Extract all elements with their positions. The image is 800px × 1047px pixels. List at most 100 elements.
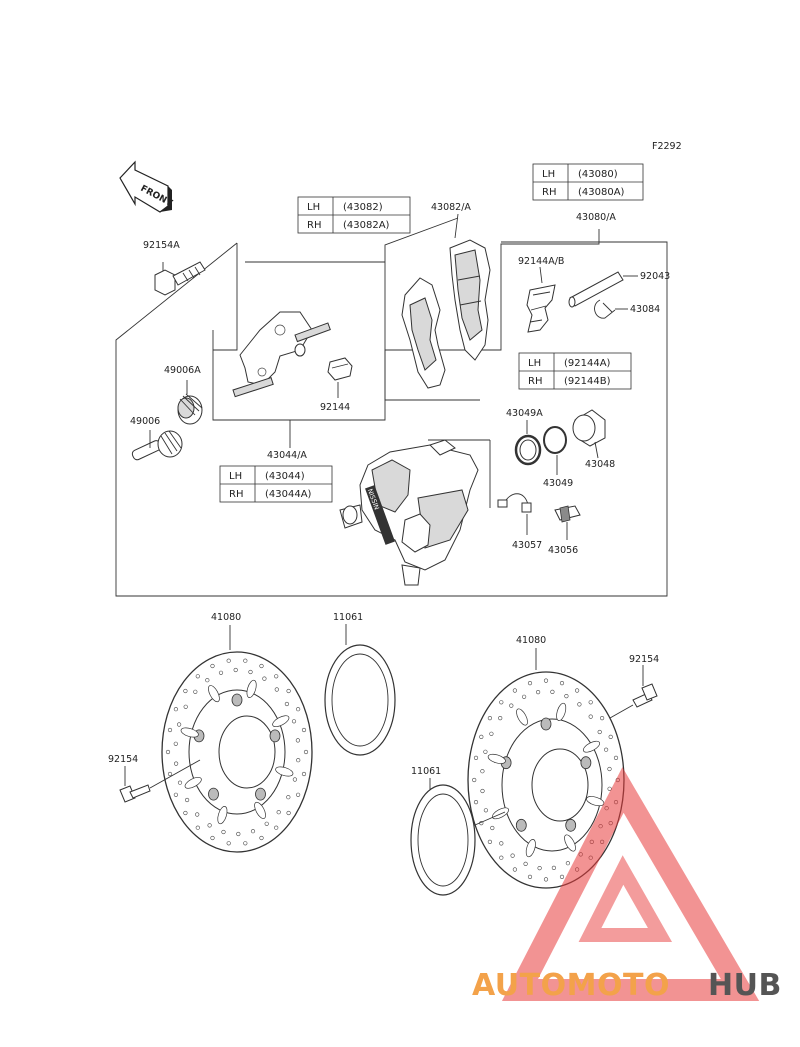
disc-spoke-slot [275,766,294,777]
brake-disc-right [467,671,625,889]
disc-vent-hole [296,707,301,712]
disc-spoke-slot [487,753,506,764]
disc-vent-hole [295,738,301,743]
disc-vent-hole [543,678,549,683]
label-49006: 49006 [130,416,160,427]
disc-vent-hole [296,792,301,797]
disc-vent-hole [292,777,298,782]
piston-seal-43049 [543,426,567,454]
disc-vent-hole [301,727,307,733]
disc-vent-hole [483,808,489,813]
disc-vent-hole [499,855,504,860]
bleed-cap [497,493,532,513]
disc-vent-hole [195,825,200,830]
bleed-valve [554,505,581,523]
table-43080: LH (43080) RH (43080A) [532,163,644,201]
disc-bolt-hole [255,787,266,801]
label-43044a: 43044/A [267,450,307,461]
disc-vent-hole [165,749,171,755]
brake-pads [401,239,491,389]
disc-vent-hole [167,771,173,777]
label-43057: 43057 [512,540,542,551]
disc-vent-hole [264,821,269,826]
bolt-92154a [154,261,206,296]
table-cell: (43082) [343,202,383,213]
disc-vent-hole [499,700,504,705]
pin-clip [594,299,616,319]
disc-vent-hole [226,841,231,846]
label-43048: 43048 [585,459,615,470]
disc-vent-hole [259,835,264,841]
disc-vent-hole [301,771,307,777]
disc-vent-hole [243,658,248,663]
disc-vent-hole [603,747,609,752]
label-11061-top: 11061 [333,612,363,623]
disc-bolt-hole [565,818,577,832]
label-92154a: 92154A [143,240,180,251]
disc-vent-hole [274,687,279,692]
disc-vent-hole [487,715,493,721]
brake-disc-left [161,651,313,853]
disc-vent-hole [207,823,212,828]
table-cell: RH [229,489,243,500]
disc-vent-hole [173,741,178,746]
disc-vent-hole [167,727,173,733]
caliper-body: NISSIN [339,439,479,586]
clip-92144 [327,357,353,381]
table-cell: RH [542,187,556,198]
disc-vent-hole [597,729,602,735]
disc-spoke-slot [582,740,601,753]
disc-vent-hole [608,734,613,740]
disc-vent-hole [480,769,485,774]
table-cell: LH [307,202,320,213]
label-41080-right: 41080 [516,635,546,646]
table-cell: LH [542,169,555,180]
label-92154-right: 92154 [629,654,659,665]
disc-spoke-slot [217,806,228,825]
label-92144ab: 92144A/B [518,256,564,267]
disc-vent-hole [499,841,504,846]
disc-vent-hole [527,680,533,686]
gasket-top [324,644,396,756]
label-43084: 43084 [630,304,660,315]
disc-bolt-hole [540,717,552,731]
disc-vent-hole [559,874,565,880]
disc-spoke-slot [525,839,536,858]
disc-vent-hole [183,688,188,694]
disc-vent-hole [303,749,309,755]
disc-vent-hole [250,829,256,834]
disc-vent-hole [193,689,198,694]
label-92043: 92043 [640,271,670,282]
disc-vent-hole [487,839,493,845]
disc-vent-hole [236,831,241,837]
disc-vent-hole [473,799,479,805]
label-41080-left: 41080 [211,612,241,623]
disc-spoke-slot [180,727,199,738]
disc-vent-hole [613,755,619,761]
disc-vent-hole [551,865,557,871]
bolt-92154-right [632,683,658,708]
front-arrow-icon: FRONT [119,160,174,213]
label-43049a: 43049A [506,408,543,419]
gasket-bottom [410,784,476,896]
disc-vent-hole [498,715,503,721]
disc-bolt-hole [208,787,219,801]
disc-vent-hole [512,688,518,693]
disc-spoke-slot [516,708,528,726]
disc-spoke-slot [208,685,220,703]
disc-spoke-slot [184,776,202,789]
table-cell: RH [528,376,542,387]
disc-vent-hole [510,853,515,858]
disc-vent-hole [564,693,569,699]
disc-vent-hole [577,702,582,707]
disc-vent-hole [183,810,188,816]
disc-vent-hole [284,701,290,707]
disc-vent-hole [574,688,580,693]
label-43080a: 43080/A [576,212,616,223]
disc-vent-hole [177,722,182,727]
disc-vent-hole [286,810,291,816]
disc-vent-hole [509,703,514,708]
watermark-text-1: AUTOMOTO [472,968,670,1003]
table-cell: (43080) [578,169,618,180]
boot-49006 [131,430,183,461]
